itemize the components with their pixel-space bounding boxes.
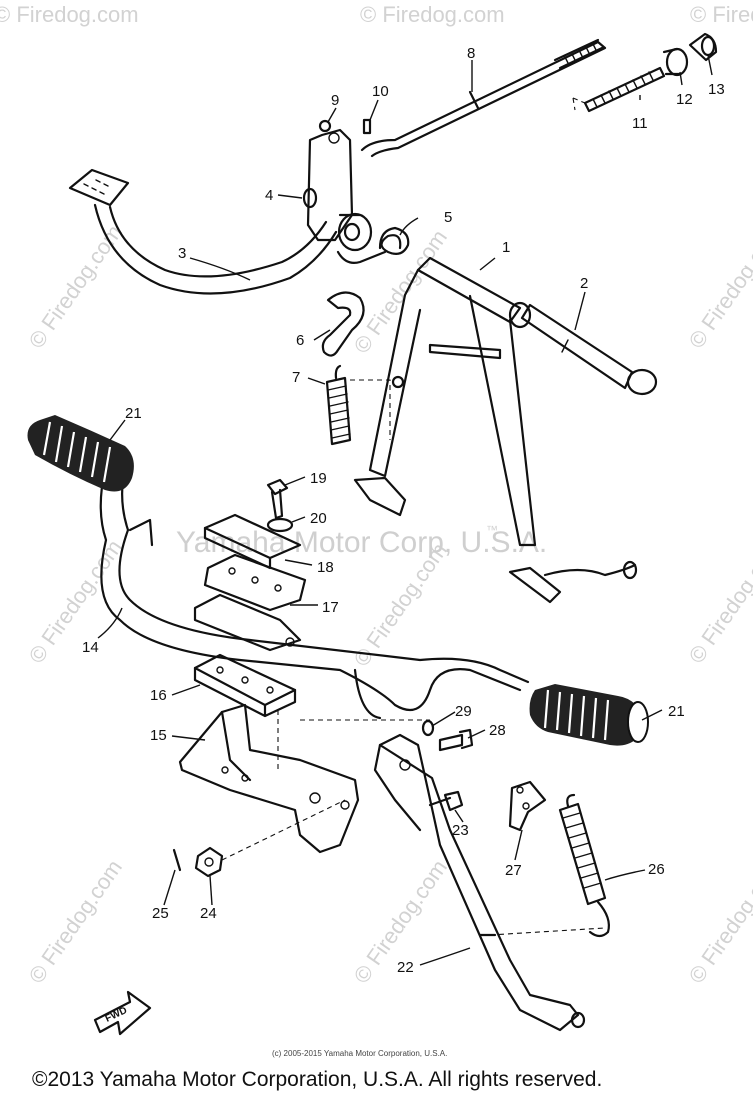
callout-22: 22: [397, 959, 414, 976]
callout-27: 27: [505, 862, 522, 879]
part-7-spring: [325, 364, 391, 446]
part-25-pin: [172, 848, 182, 872]
fwd-arrow: FWD: [93, 990, 152, 1036]
assembly-lines: [221, 719, 606, 936]
callout-13: 13: [708, 81, 725, 98]
part-19-bolt: [266, 478, 289, 520]
watermark-text: © Firedog.com: [684, 220, 753, 353]
part-17-plate: [193, 593, 302, 652]
callout-19: 19: [310, 470, 327, 487]
part-29-washer: [421, 719, 435, 737]
part-11-spring: [572, 66, 666, 113]
part-10-pin: [362, 118, 372, 135]
callout-17: 17: [322, 599, 339, 616]
part-22-side-stand: [373, 733, 586, 1032]
part-8-rod: [360, 38, 607, 158]
callout-4: 4: [265, 187, 273, 204]
part-13-cap: [688, 32, 718, 62]
watermark-text: © Firedog.com: [360, 2, 505, 27]
callout-8: 8: [467, 45, 475, 62]
watermark-layer: © Firedog.com © Firedog.com © Firedog.co…: [0, 2, 753, 988]
watermark-text: © Firedog.com: [0, 2, 139, 27]
callout-2: 2: [580, 275, 588, 292]
callout-7: 7: [292, 369, 300, 386]
small-copyright: (c) 2005-2015 Yamaha Motor Corporation, …: [272, 1049, 447, 1058]
part-21-grip-left: [27, 415, 134, 492]
watermark-text: © Firedog.com: [690, 2, 753, 27]
callout-26: 26: [648, 861, 665, 878]
watermark-text: © Firedog.com: [684, 855, 753, 988]
part-5-torsion-spring: [336, 226, 410, 264]
callout-3: 3: [178, 245, 186, 262]
callout-21-left: 21: [125, 405, 142, 422]
callout-5: 5: [444, 209, 452, 226]
part-27-plate: [508, 780, 547, 832]
callout-18: 18: [317, 559, 334, 576]
callout-14: 14: [82, 639, 99, 656]
callout-16: 16: [150, 687, 167, 704]
callout-29: 29: [455, 703, 472, 720]
watermark-text: © Firedog.com: [24, 855, 127, 988]
callout-20: 20: [310, 510, 327, 527]
callout-12: 12: [676, 91, 693, 108]
part-4-washer: [302, 187, 318, 209]
watermark-text: © Firedog.com: [24, 220, 127, 353]
part-3-brake-pedal: [68, 128, 373, 295]
part-18-plate: [203, 513, 307, 612]
callout-21-right: 21: [668, 703, 685, 720]
part-9-clip: [318, 119, 332, 133]
callout-24: 24: [200, 905, 217, 922]
footer-copyright: ©2013 Yamaha Motor Corporation, U.S.A. A…: [32, 1068, 602, 1091]
part-23-bolt: [428, 790, 464, 812]
callout-9: 9: [331, 92, 339, 109]
callout-15: 15: [150, 727, 167, 744]
part-15-bracket: [178, 703, 360, 854]
callout-11: 11: [632, 115, 648, 132]
part-2-pivot-shaft: [508, 301, 658, 396]
callout-labels: 1 2 3 4 5 6 7 8 9 10 11 12 13 14 15 16 1…: [82, 45, 725, 976]
trademark-mark: ™: [486, 523, 498, 537]
part-20-washer: [266, 517, 294, 533]
callout-28: 28: [489, 722, 506, 739]
callout-25: 25: [152, 905, 169, 922]
callout-1: 1: [502, 239, 510, 256]
part-28-bolt: [438, 728, 474, 752]
part-26-spring: [558, 793, 610, 938]
part-16-plate: [193, 653, 297, 718]
callout-10: 10: [372, 83, 389, 100]
part-24-nut: [194, 846, 224, 878]
part-12-nut: [662, 47, 689, 77]
part-1-center-stand: [353, 256, 638, 604]
watermark-text: © Firedog.com: [684, 535, 753, 668]
part-21-grip-right: [529, 684, 649, 746]
watermark-text: © Firedog.com: [24, 535, 127, 668]
leader-lines: [97, 54, 713, 966]
part-6-bracket: [321, 291, 365, 357]
callout-23: 23: [452, 822, 469, 839]
part-14-footrest-bar: [99, 466, 530, 720]
callout-6: 6: [296, 332, 304, 349]
